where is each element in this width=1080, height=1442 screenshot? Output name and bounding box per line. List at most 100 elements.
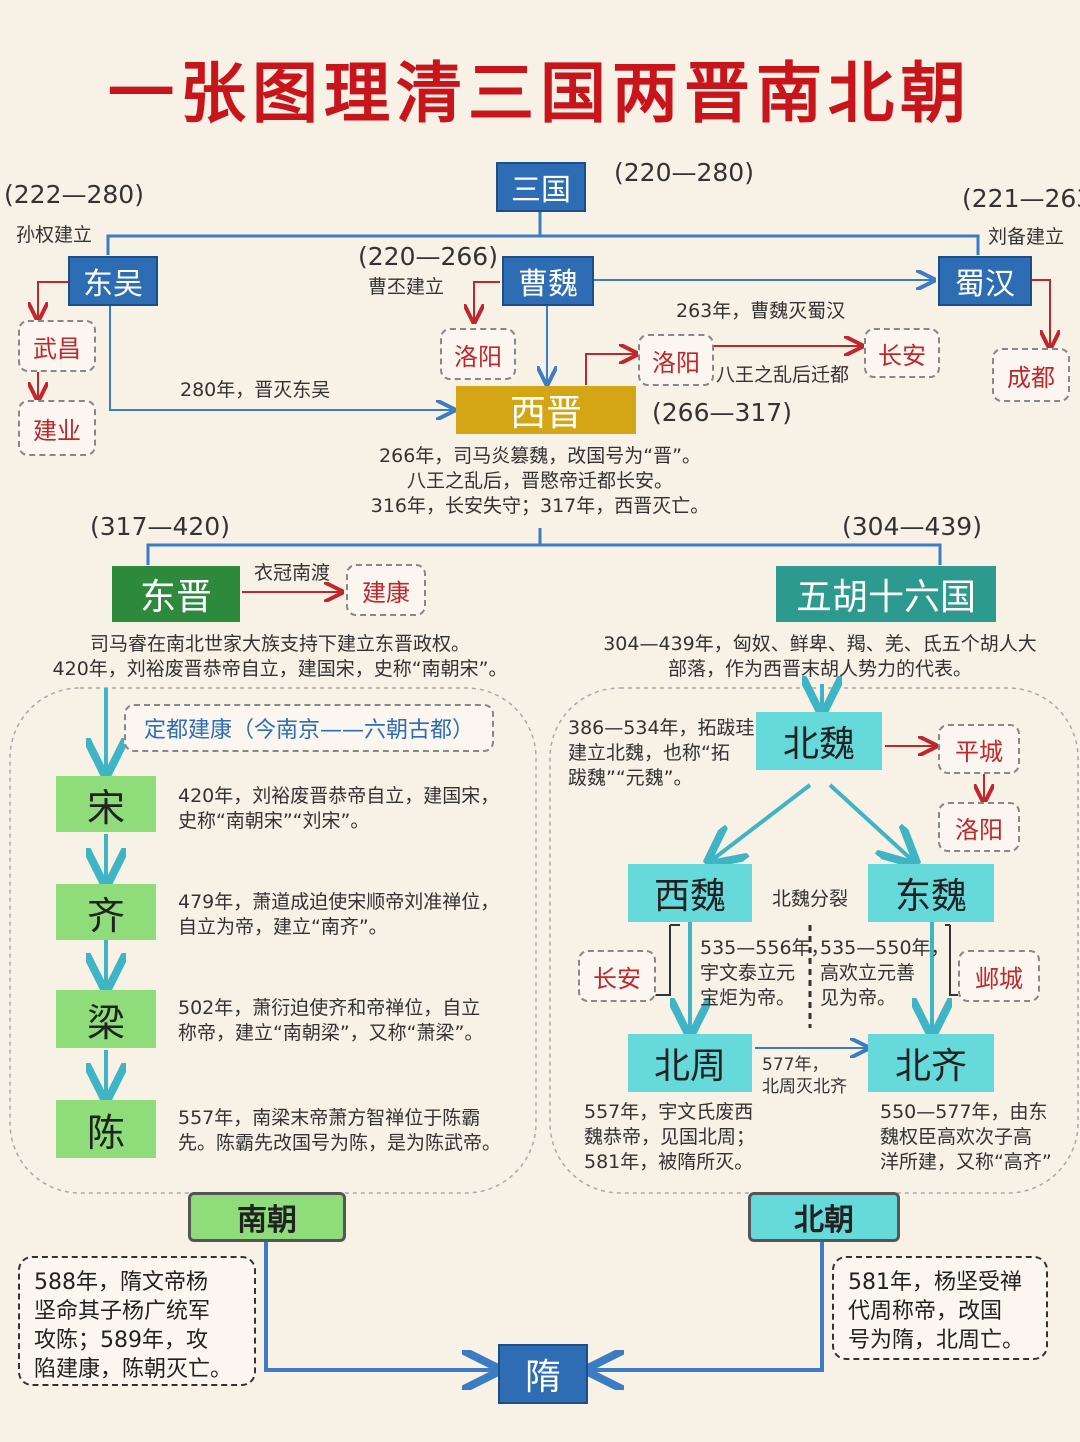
city-yecheng: 邺城 xyxy=(958,950,1040,1002)
desc-line: 502年，萧衍迫使齐和帝禅位，自立 xyxy=(178,997,481,1019)
city-luoyang-wei: 洛阳 xyxy=(440,328,516,380)
dongjin-box: 东晋 xyxy=(112,566,240,622)
wuhu-desc-line: 304—439年，匈奴、鲜卑、羯、羌、氐五个胡人大 xyxy=(603,633,1037,655)
desc-line: 386—534年，拓跋珪 xyxy=(568,717,755,739)
beizhou-box: 北周 xyxy=(628,1034,752,1092)
dongwu-years: (222—280) xyxy=(4,180,144,209)
desc-line: 宇文泰立元 xyxy=(700,962,796,984)
city-changan-jin: 长安 xyxy=(864,328,940,378)
wuhu-years: (304—439) xyxy=(842,512,982,541)
desc-line: 420年，刘裕废晋恭帝自立，建国宋， xyxy=(178,785,500,807)
desc-line: 魏恭帝，见国北周； xyxy=(584,1126,756,1148)
note-line: 攻陈；589年，攻 xyxy=(34,1328,208,1353)
xijin-box: 西晋 xyxy=(456,386,636,434)
city-jianye: 建业 xyxy=(18,400,96,456)
dongjin-desc-line: 司马睿在南北世家大族支持下建立东晋政权。 xyxy=(89,633,470,655)
shuhan-years: (221—263) xyxy=(962,184,1080,213)
sanguo-box: 三国 xyxy=(496,162,586,212)
caowei-box: 曹魏 xyxy=(502,256,594,306)
wuhu-desc-line: 部落，作为西晋末胡人势力的代表。 xyxy=(667,658,972,680)
sanguo-years: (220—280) xyxy=(614,158,754,187)
caowei-founder: 曹丕建立 xyxy=(368,276,445,298)
desc-line: 建立北魏，也称“拓 xyxy=(568,742,730,764)
caowei-years: (220—266) xyxy=(358,242,498,271)
note-line: 坚命其子杨广统军 xyxy=(34,1299,211,1324)
xijin-years: (266—317) xyxy=(652,398,792,427)
xiwei-description: 535—556年， 宇文泰立元 宝炬为帝。 xyxy=(700,936,830,1011)
dynasty-song-desc: 420年，刘裕废晋恭帝自立，建国宋， 史称“南朝宋”“刘宋”。 xyxy=(178,784,499,834)
dongjin-description: 司马睿在南北世家大族支持下建立东晋政权。 420年，刘裕废晋恭帝自立，建国宋，史… xyxy=(0,632,560,682)
zhou-destroys-qi: 577年， 北周灭北齐 xyxy=(762,1054,847,1098)
note-line: 号为隋，北周亡。 xyxy=(848,1328,1025,1353)
dynasty-liang-desc: 502年，萧衍迫使齐和帝禅位，自立 称帝，建立“南朝梁”，又称“萧梁”。 xyxy=(178,996,483,1046)
city-pingcheng: 平城 xyxy=(938,724,1020,774)
desc-line: 洋所建，又称“高齐” xyxy=(880,1151,1052,1173)
note-line: 588年，隋文帝杨 xyxy=(34,1270,208,1295)
dynasty-qi-desc: 479年，萧道成迫使宋顺帝刘准禅位， 自立为帝，建立“南齐”。 xyxy=(178,890,499,940)
city-luoyang-jin: 洛阳 xyxy=(638,334,714,386)
page-title: 一张图理清三国两晋南北朝 xyxy=(108,54,972,132)
desc-line: 先。陈霸先改国号为陈，是为陈武帝。 xyxy=(178,1132,502,1154)
note-line: 581年，杨坚受禅 xyxy=(848,1270,1022,1295)
jin-destroys-wu: 280年，晋灭东吴 xyxy=(180,379,331,401)
xijin-desc-line: 八王之乱后，晋愍帝迁都长安。 xyxy=(406,470,673,492)
wuhu-box: 五胡十六国 xyxy=(776,566,996,622)
sui-box: 隋 xyxy=(498,1344,588,1404)
desc-line: 535—556年， xyxy=(700,937,830,959)
xijin-desc-line: 266年，司马炎篡魏，改国号为“晋”。 xyxy=(379,445,701,467)
dongwu-box: 东吴 xyxy=(68,256,158,306)
desc-line: 高欢立元善 xyxy=(820,962,916,984)
dynasty-song-box: 宋 xyxy=(56,776,156,832)
xijin-desc-line: 316年，长安失守；317年，西晋灭亡。 xyxy=(370,495,710,517)
dynasty-liang-box: 梁 xyxy=(56,990,156,1048)
xijin-description: 266年，司马炎篡魏，改国号为“晋”。 八王之乱后，晋愍帝迁都长安。 316年，… xyxy=(300,444,780,519)
city-luoyang-wei-north: 洛阳 xyxy=(938,802,1020,852)
desc-line: 北周灭北齐 xyxy=(762,1077,847,1097)
city-chengdu: 成都 xyxy=(992,348,1070,402)
beizhou-description: 557年，宇文氏废西 魏恭帝，见国北周； 581年，被隋所灭。 xyxy=(584,1100,755,1175)
desc-line: 550—577年，由东 xyxy=(880,1101,1048,1123)
city-changan-xiwei: 长安 xyxy=(578,950,656,1002)
move-capital-note: 八王之乱后迁都 xyxy=(716,364,850,386)
city-wuchang: 武昌 xyxy=(18,320,96,372)
desc-line: 557年，宇文氏废西 xyxy=(584,1101,754,1123)
beiqi-box: 北齐 xyxy=(868,1034,994,1092)
desc-line: 见为帝。 xyxy=(820,987,897,1009)
desc-line: 魏权臣高欢次子高 xyxy=(880,1126,1033,1148)
beiqi-description: 550—577年，由东 魏权臣高欢次子高 洋所建，又称“高齐” xyxy=(880,1100,1052,1175)
south-move-note: 衣冠南渡 xyxy=(254,562,331,584)
dongjin-desc-line: 420年，刘裕废晋恭帝自立，建国宋，史称“南朝宋”。 xyxy=(52,658,508,680)
wuhu-description: 304—439年，匈奴、鲜卑、羯、羌、氐五个胡人大 部落，作为西晋末胡人势力的代… xyxy=(580,632,1060,682)
south-end-note: 588年，隋文帝杨 坚命其子杨广统军 攻陈；589年，攻 陷建康，陈朝灭亡。 xyxy=(18,1256,256,1386)
shuhan-founder: 刘备建立 xyxy=(988,226,1065,248)
south-capital-note: 定都建康（今南京——六朝古都） xyxy=(124,704,494,752)
desc-line: 535—550年， xyxy=(820,937,950,959)
nanchao-label: 南朝 xyxy=(188,1192,346,1242)
dongwei-box: 东魏 xyxy=(868,864,994,922)
desc-line: 581年，被隋所灭。 xyxy=(584,1151,754,1173)
dongjin-years: (317—420) xyxy=(90,512,230,541)
desc-line: 跋魏”“元魏”。 xyxy=(568,767,693,789)
desc-line: 479年，萧道成迫使宋顺帝刘准禅位， xyxy=(178,891,500,913)
beiwei-description: 386—534年，拓跋珪 建立北魏，也称“拓 跋魏”“元魏”。 xyxy=(568,716,755,791)
dongwu-founder: 孙权建立 xyxy=(16,224,93,246)
city-jiankang: 建康 xyxy=(346,564,426,616)
dynasty-chen-box: 陈 xyxy=(56,1100,156,1158)
desc-line: 宝炬为帝。 xyxy=(700,987,796,1009)
dynasty-chen-desc: 557年，南梁末帝萧方智禅位于陈霸 先。陈霸先改国号为陈，是为陈武帝。 xyxy=(178,1106,501,1156)
dongwei-description: 535—550年， 高欢立元善 见为帝。 xyxy=(820,936,950,1011)
north-end-note: 581年，杨坚受禅 代周称帝，改国 号为隋，北周亡。 xyxy=(832,1256,1048,1360)
desc-line: 称帝，建立“南朝梁”，又称“萧梁”。 xyxy=(178,1022,484,1044)
xiwei-box: 西魏 xyxy=(628,864,752,922)
beiwei-box: 北魏 xyxy=(756,712,882,770)
wei-destroys-shu: 263年，曹魏灭蜀汉 xyxy=(676,300,846,322)
dynasty-qi-box: 齐 xyxy=(56,884,156,940)
desc-line: 557年，南梁末帝萧方智禅位于陈霸 xyxy=(178,1107,481,1129)
note-line: 代周称帝，改国 xyxy=(848,1299,1003,1324)
note-line: 陷建康，陈朝灭亡。 xyxy=(34,1357,233,1382)
desc-line: 自立为帝，建立“南齐”。 xyxy=(178,916,388,938)
shuhan-box: 蜀汉 xyxy=(938,256,1032,306)
beichao-label: 北朝 xyxy=(748,1192,900,1242)
split-note: 北魏分裂 xyxy=(772,888,849,910)
